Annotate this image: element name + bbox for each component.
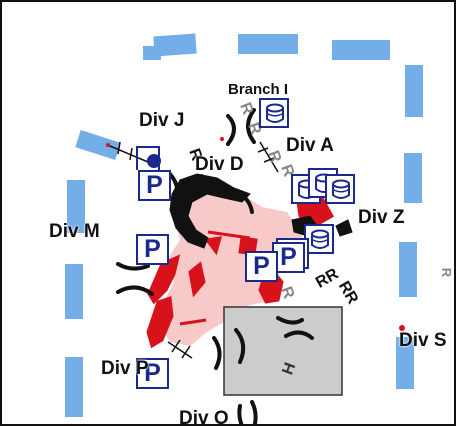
fire-line-arc: [250, 400, 258, 424]
fire-line-arc: [276, 316, 304, 325]
fire-line-arc: [237, 404, 244, 424]
boundary-dashes: [65, 33, 423, 417]
heat-dot: [220, 137, 224, 141]
handline-tick: [109, 141, 149, 163]
heat-area: [188, 261, 206, 298]
heat-line: [179, 318, 207, 326]
label-div-j: Div J: [139, 110, 185, 131]
burned-area: [335, 219, 353, 237]
label-div-a: Div A: [286, 135, 334, 156]
parking-icon[interactable]: P: [136, 358, 169, 389]
boundary-dash: [153, 33, 197, 57]
parking-marker-box: [136, 146, 160, 170]
label-div-o: Div O: [179, 408, 229, 426]
parking-icon[interactable]: P: [138, 170, 171, 201]
database-icon[interactable]: [304, 224, 334, 254]
boundary-dash: [399, 242, 417, 297]
fire-line-arc: [212, 336, 222, 370]
heat-dot: [106, 143, 110, 147]
fire-perimeter: [160, 182, 302, 346]
burned-area: [169, 173, 251, 249]
heat-dots: [106, 137, 405, 331]
fire-line-arc: [284, 330, 314, 340]
boundary-dash: [332, 40, 390, 60]
boundary-dash: [65, 357, 83, 417]
heat-line: [207, 230, 251, 240]
fire-line-arc: [226, 114, 236, 146]
gray-letter: R: [439, 267, 455, 278]
label-div-p: Div P: [101, 358, 149, 379]
boundary-dash: [67, 180, 85, 233]
label-div-d: Div D: [195, 154, 244, 175]
fire-line-arcs: [116, 108, 314, 424]
database-icon-glyph: [332, 179, 350, 199]
database-icon-glyph: [311, 229, 329, 249]
boundary-dash: [396, 337, 414, 389]
boundary-dash: [65, 264, 83, 319]
heat-area: [204, 236, 223, 256]
label-div-z: Div Z: [358, 207, 405, 228]
handline-tick: [197, 173, 229, 195]
parking-icon[interactable]: P: [136, 234, 169, 265]
heat-dot: [399, 325, 405, 331]
label-branch-i: Branch I: [228, 81, 289, 98]
label-div-s: Div S: [399, 330, 447, 351]
handline-tick: [257, 141, 279, 173]
label-div-m: Div M: [49, 221, 100, 242]
fire-line-arc: [116, 285, 154, 296]
boundary-dash: [143, 46, 161, 60]
handline-tick: [167, 339, 193, 359]
boundary-dash: [405, 65, 423, 117]
database-icon-glyph: [266, 103, 284, 123]
fire-line-arc: [168, 172, 180, 204]
boundary-dash: [75, 129, 121, 161]
dot-icon: [147, 154, 161, 168]
boundary-dash: [404, 153, 422, 203]
boundary-dash: [238, 34, 298, 54]
database-icon[interactable]: [325, 174, 355, 204]
heat-dot: [303, 206, 311, 214]
fire-line-arc: [232, 188, 254, 214]
fire-line-arc: [234, 328, 246, 364]
heat-area: [146, 295, 174, 349]
handline-ticks: [109, 141, 279, 359]
fire-line-arc: [116, 262, 150, 271]
database-icon[interactable]: [259, 98, 289, 128]
parking-icon[interactable]: P: [245, 251, 278, 282]
fire-line-arc: [246, 108, 256, 144]
